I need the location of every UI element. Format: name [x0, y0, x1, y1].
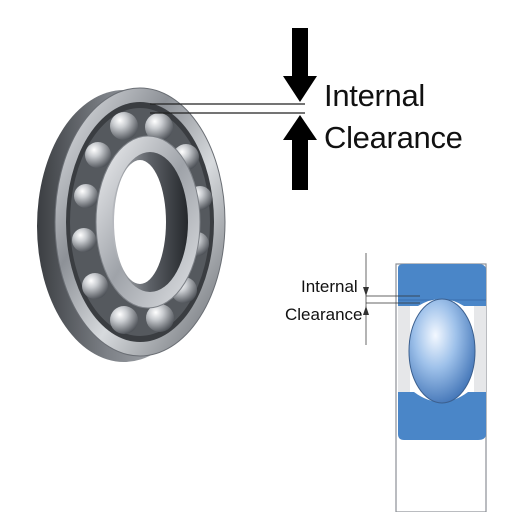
main-label-line2: Clearance [324, 120, 463, 155]
cross-section-diagram [363, 253, 487, 512]
main-label-line1: Internal [324, 78, 425, 113]
arrow-down-icon [283, 28, 317, 102]
arrow-up-icon [283, 115, 317, 190]
detail-label-line1: Internal [301, 277, 358, 296]
detail-label-line2: Clearance [285, 305, 363, 324]
